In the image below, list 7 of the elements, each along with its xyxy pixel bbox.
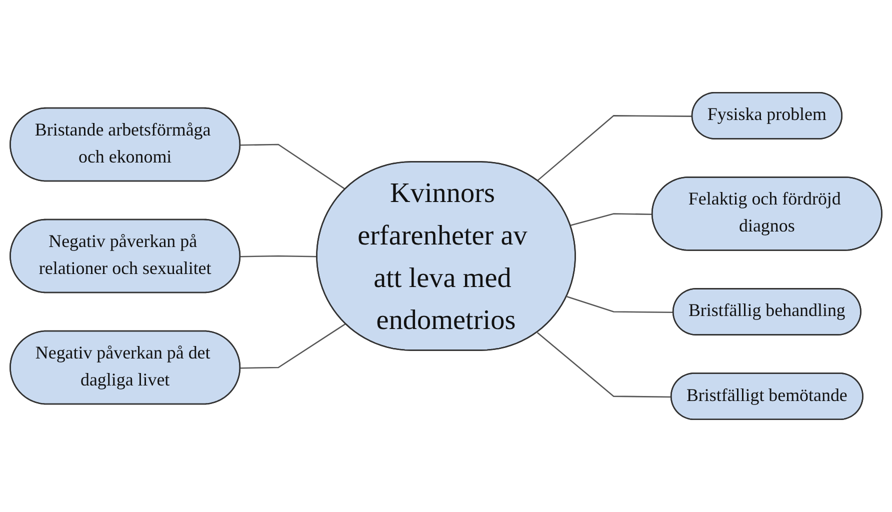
connector xyxy=(536,115,693,182)
connector xyxy=(570,213,653,226)
connector xyxy=(240,323,346,369)
connector xyxy=(536,332,672,398)
connector xyxy=(240,144,346,190)
connector xyxy=(566,296,674,314)
connector xyxy=(240,255,318,258)
